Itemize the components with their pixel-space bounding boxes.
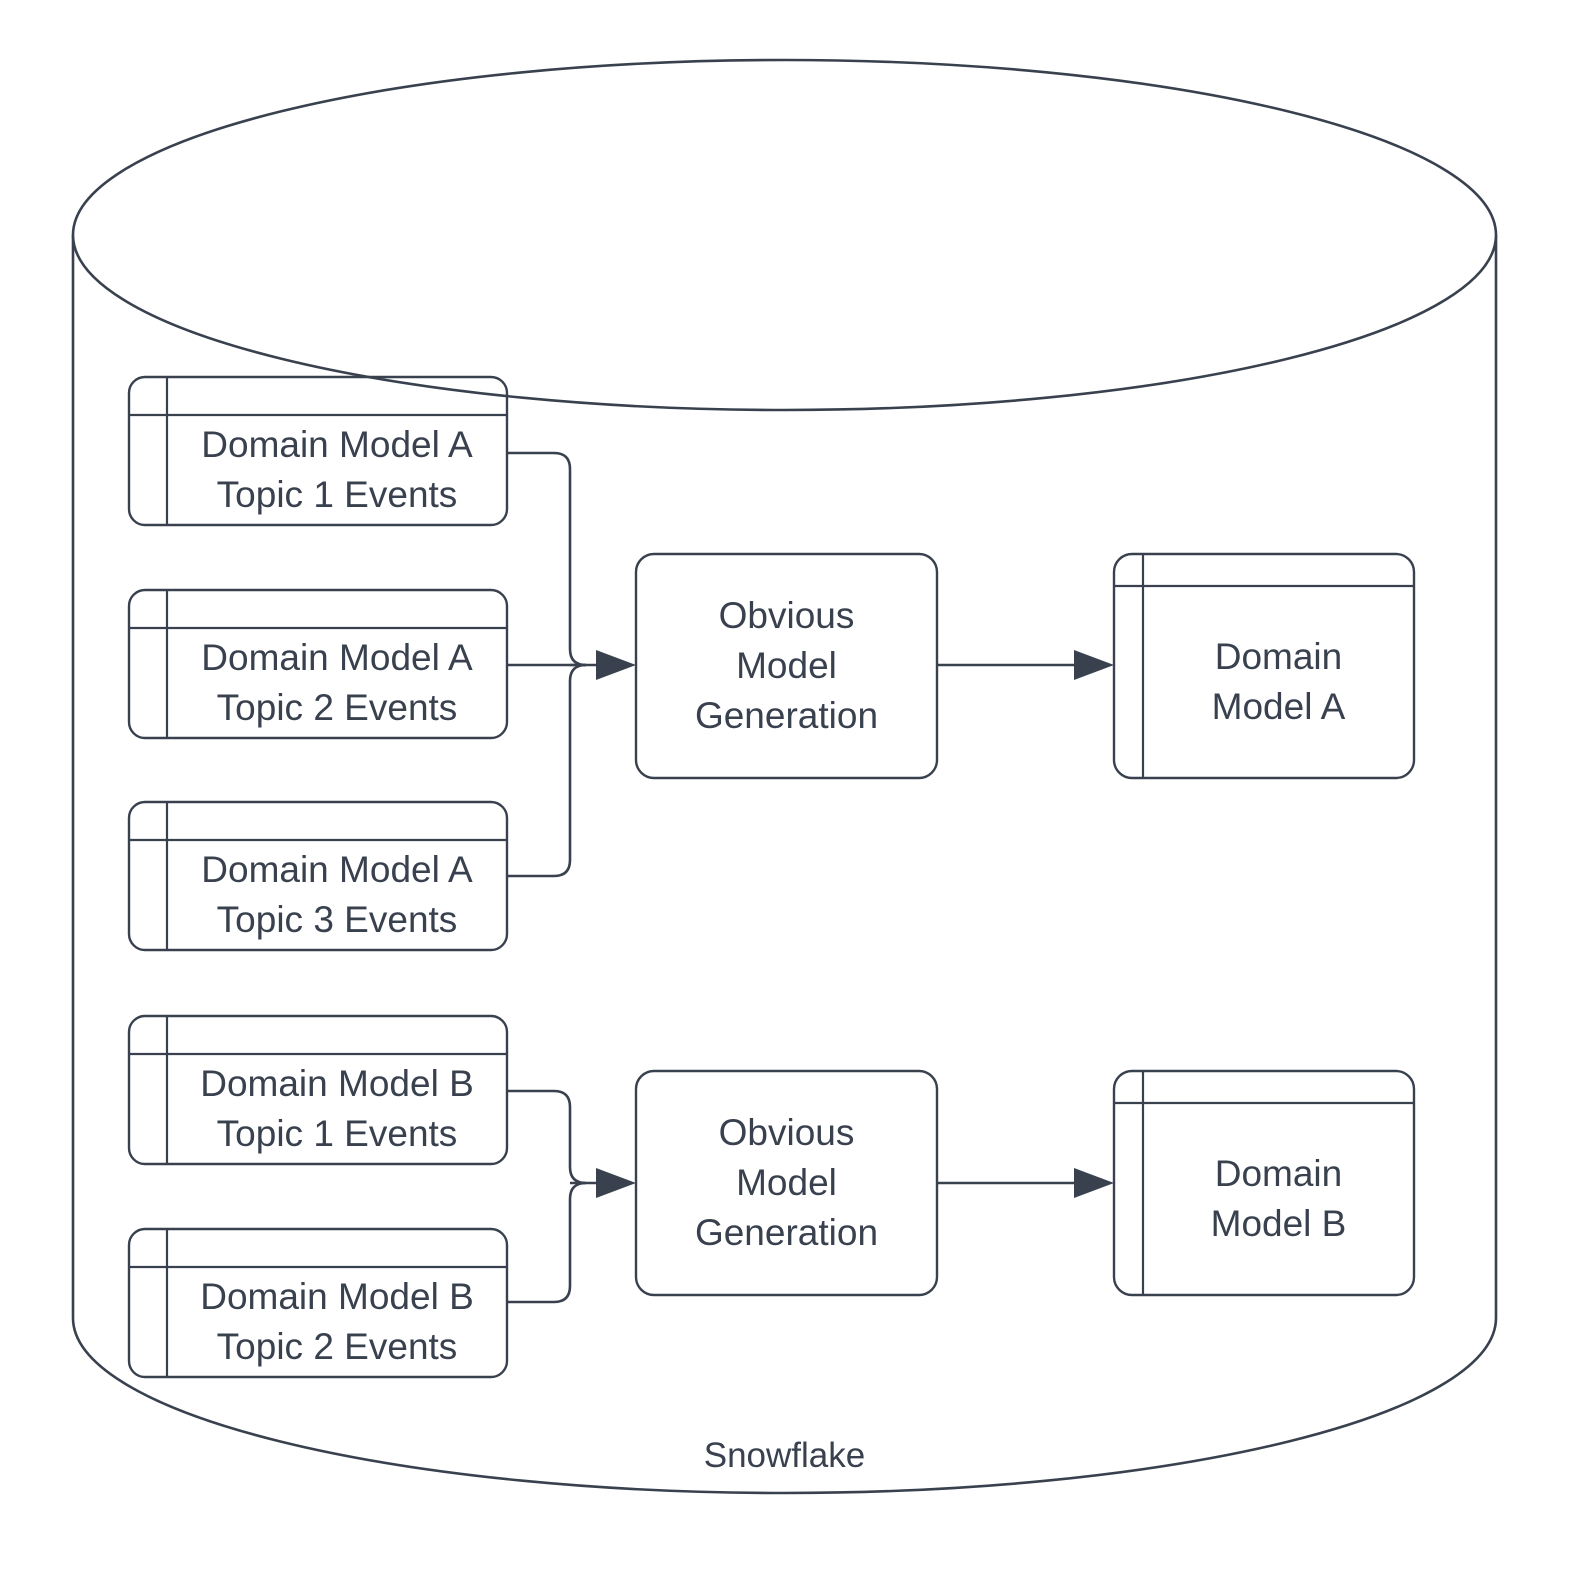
arrow-head-proc-a xyxy=(596,650,636,680)
connector-src-b2 xyxy=(507,1181,587,1304)
arrow-head-proc-b xyxy=(596,1168,636,1198)
source-shape-src-a3[interactable] xyxy=(127,800,509,952)
source-shape-src-b1[interactable] xyxy=(127,1014,509,1166)
container-label-snowflake: Snowflake xyxy=(703,1436,866,1475)
process-shape-proc-b[interactable] xyxy=(634,1069,939,1297)
connector-src-a1 xyxy=(507,451,587,667)
arrow-head-out-a xyxy=(1074,650,1114,680)
connector-src-a3 xyxy=(507,663,587,878)
process-shape-proc-a[interactable] xyxy=(634,552,939,780)
arrow-head-out-b xyxy=(1074,1168,1114,1198)
connector-group-b xyxy=(507,1089,1114,1304)
output-shape-out-b[interactable] xyxy=(1112,1069,1416,1297)
output-shape-out-a[interactable] xyxy=(1112,552,1416,780)
source-shape-src-b2[interactable] xyxy=(127,1227,509,1379)
source-shape-src-a1[interactable] xyxy=(127,375,509,527)
connector-group-a xyxy=(507,451,1114,878)
connector-src-b1 xyxy=(507,1089,587,1185)
source-shape-src-a2[interactable] xyxy=(127,588,509,740)
snowflake-cylinder xyxy=(71,58,1498,1495)
